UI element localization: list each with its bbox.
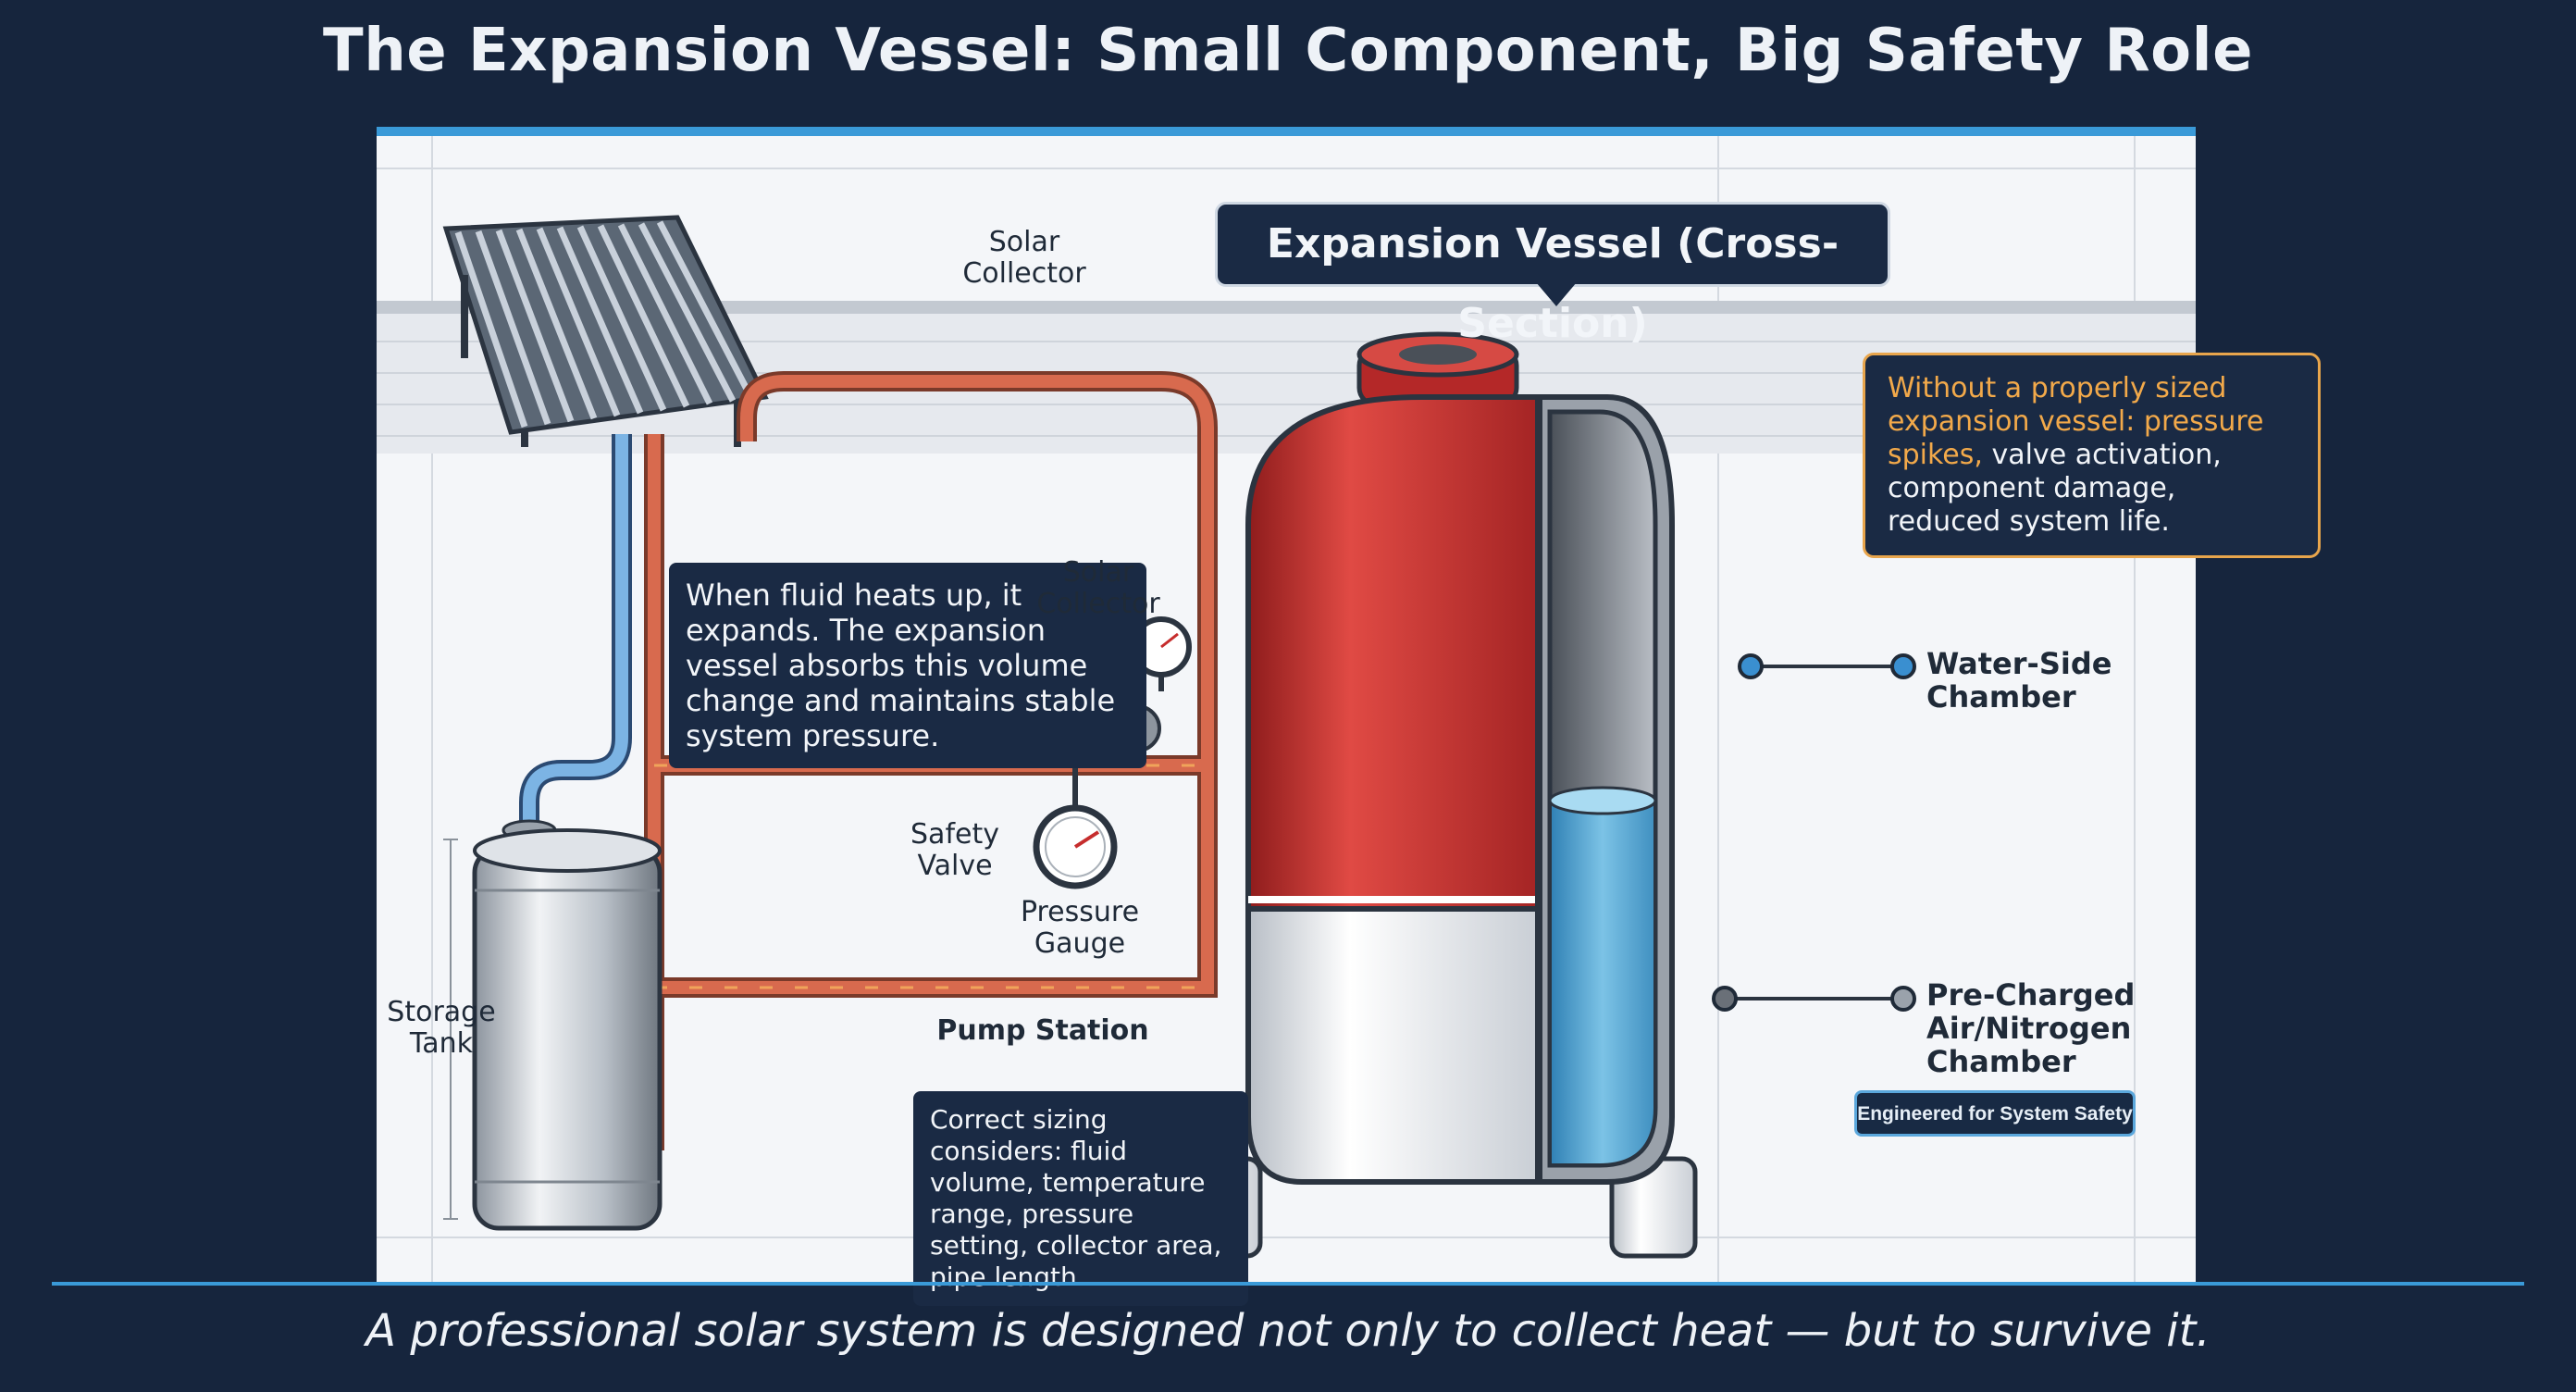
upper-gauge-icon	[1131, 616, 1192, 691]
bottom-divider	[52, 1282, 2524, 1286]
callout-pointer	[1536, 282, 1577, 306]
chamber-leaders	[1712, 653, 1916, 1012]
diagram-panel: When fluid heats up, it expands. The exp…	[377, 127, 2321, 1306]
label-pressure-gauge: Pressure Gauge	[1020, 896, 1140, 960]
page-title: The Expansion Vessel: Small Component, B…	[323, 17, 2253, 85]
sizing-considerations-note: Correct sizing considers: fluid volume, …	[913, 1091, 1248, 1306]
pressure-gauge-icon	[1033, 765, 1118, 889]
label-water-side-chamber: Water-Side Chamber	[1926, 646, 2112, 715]
label-storage-tank: Storage Tank	[387, 996, 496, 1060]
roof-edge	[377, 301, 2196, 314]
label-solar-collector-mid: Solar Collector	[1036, 556, 1160, 620]
warning-text: valve activation, component damage, redu…	[1888, 439, 2222, 538]
warning-note: Without a properly sized expansion vesse…	[1863, 353, 2321, 558]
solar-collector-icon	[442, 215, 769, 447]
label-pump-station: Pump Station	[936, 1014, 1149, 1047]
storage-tank-icon	[443, 819, 663, 1231]
warning-highlight: Without a properly sized expansion vesse…	[1888, 372, 2264, 471]
label-safety-valve: Safety Valve	[910, 818, 999, 882]
label-solar-collector-top: Solar Collector	[962, 226, 1086, 290]
expansion-explanation-note: When fluid heats up, it expands. The exp…	[669, 563, 1146, 768]
safety-stamp-badge: Engineered for System Safety	[1854, 1090, 2136, 1137]
cross-section-callout: Expansion Vessel (Cross-Section)	[1215, 202, 1890, 347]
expansion-vessel-icon	[1174, 331, 1698, 1259]
return-pipe	[523, 434, 628, 826]
tagline: A professional solar system is designed …	[365, 1305, 2211, 1357]
label-air-chamber: Pre-Charged Air/Nitrogen Chamber	[1926, 977, 2136, 1079]
